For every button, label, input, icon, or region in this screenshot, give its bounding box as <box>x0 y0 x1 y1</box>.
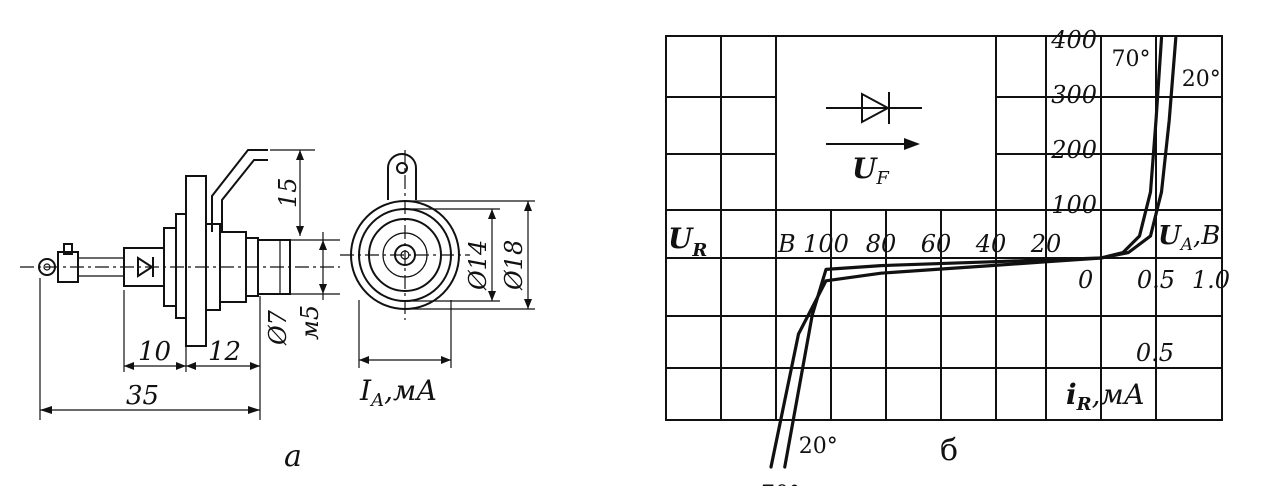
diode-front-view: Ø14 Ø18 <box>340 150 535 368</box>
dim-label-d18: Ø18 <box>500 240 528 291</box>
y-tick-forward-2: 300 <box>1051 81 1097 109</box>
curve-label-0: 70° <box>1112 47 1151 72</box>
current-axis-label: IA,мА <box>359 374 437 411</box>
y-tick-forward-3: 400 <box>1050 26 1097 54</box>
chart-curves: 70° 20° 70° 20° <box>761 36 1221 486</box>
y-tick-forward-0: 100 <box>1051 191 1097 219</box>
curve-label-2: 70° <box>761 482 800 486</box>
origin-label: 0 <box>1078 266 1093 294</box>
chart-ticks: 0.5 1.0 100 80 60 40 20 100 200 300 400 0.5 <box>803 26 1230 367</box>
x-tick-reverse-4: 20 <box>1030 230 1062 258</box>
dim-label-d7: Ø7 <box>264 309 292 346</box>
curve-reverse-3 <box>783 256 1103 469</box>
reverse-voltage-axis-label: UR <box>668 222 707 261</box>
y-tick-forward-1: 200 <box>1050 136 1097 164</box>
dim-label-12: 12 <box>208 337 241 367</box>
dim-label-m5: м5 <box>296 305 324 340</box>
curve-forward-1 <box>1099 36 1178 260</box>
diode-side-view: 10 12 35 15 Ø7 м5 <box>20 149 340 420</box>
x-tick-forward-0: 0.5 <box>1137 266 1175 294</box>
forward-axis-label: UA,B <box>1158 221 1220 255</box>
forward-voltage-label: UF <box>852 152 890 189</box>
drawing-caption: a <box>284 439 302 474</box>
neg-axis-unit: B <box>777 230 796 258</box>
x-tick-reverse-3: 40 <box>975 230 1007 258</box>
dim-label-d14: Ø14 <box>464 240 492 291</box>
chart-caption: б <box>940 433 958 468</box>
chart-frame: UF <box>665 35 1223 421</box>
x-tick-forward-1: 1.0 <box>1192 266 1230 294</box>
x-tick-reverse-1: 80 <box>866 230 897 258</box>
dim-label-35: 35 <box>126 381 159 411</box>
y-tick-reverse-0: 0.5 <box>1136 339 1174 367</box>
curve-reverse-2 <box>769 256 1103 469</box>
reverse-current-axis-label: iR,мА <box>1066 378 1145 415</box>
curve-label-1: 20° <box>1182 67 1221 92</box>
dim-label-10: 10 <box>138 337 171 367</box>
dim-label-15: 15 <box>274 177 302 208</box>
x-tick-reverse-2: 60 <box>921 230 952 258</box>
curve-label-3: 20° <box>799 434 838 459</box>
x-tick-reverse-0: 100 <box>803 230 849 258</box>
